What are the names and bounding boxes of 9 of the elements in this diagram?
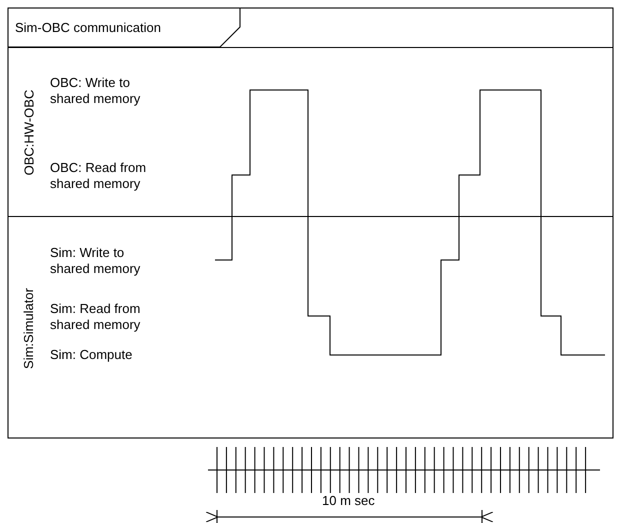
frame-title: Sim-OBC communication: [15, 20, 161, 35]
dimension-label: 10 m sec: [322, 493, 375, 509]
state-label: Sim: Write to shared memory: [50, 245, 142, 277]
state-label: Sim: Compute: [50, 347, 134, 363]
lifeline-label: Sim:Simulator: [20, 288, 36, 368]
state-label: OBC: Read from shared memory: [50, 160, 148, 192]
state-label: Sim: Read from shared memory: [50, 301, 142, 333]
lifeline-label: OBC:HW-OBC: [20, 90, 36, 176]
state-label: OBC: Write to shared memory: [50, 75, 142, 107]
